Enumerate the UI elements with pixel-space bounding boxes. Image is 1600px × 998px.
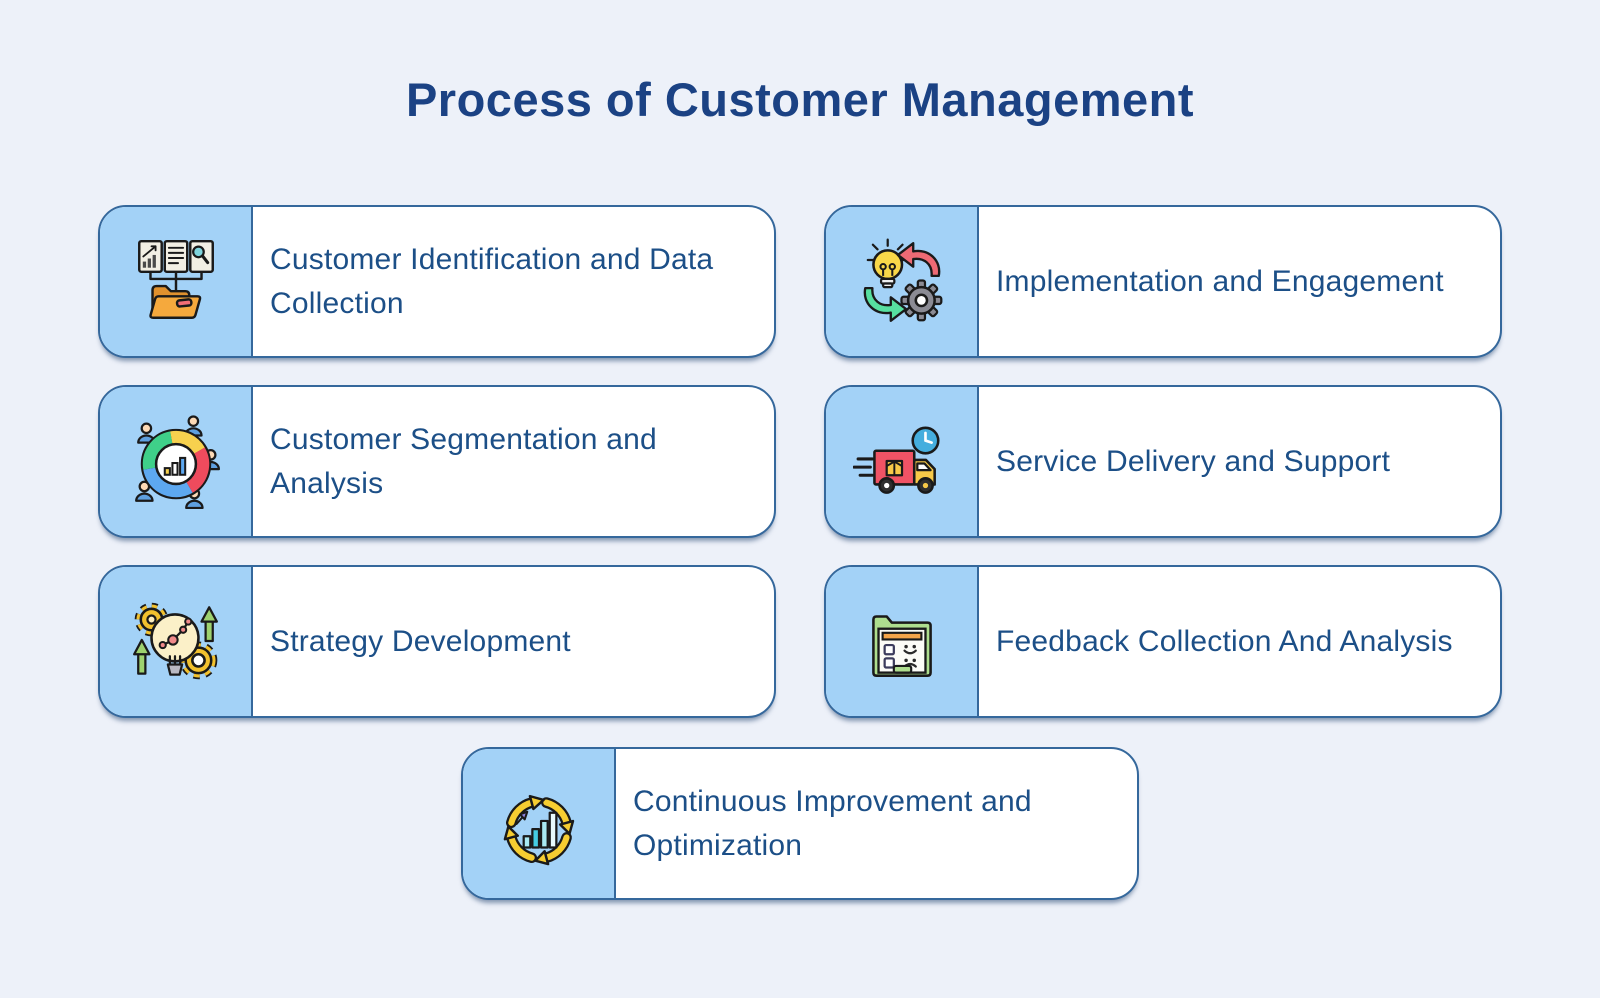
card-title: Customer Identification and Data Collect…	[270, 243, 714, 320]
card-icon-panel	[100, 387, 253, 536]
page-title: Process of Customer Management	[405, 73, 1195, 126]
card-title: Service Delivery and Support	[996, 444, 1391, 478]
card-title: Strategy Development	[270, 624, 571, 658]
card-icon-panel	[463, 749, 616, 898]
card-icon-panel	[826, 207, 979, 356]
delivery-truck-icon	[852, 426, 940, 494]
bulb-gear-cycle-icon	[863, 238, 942, 322]
card-continuous-improvement: Continuous Improvement and Optimization	[461, 747, 1139, 900]
card-icon-panel	[100, 207, 253, 356]
card-icon-panel	[100, 567, 253, 716]
improvement-cycle-icon	[503, 794, 574, 865]
strategy-bulb-gears-icon	[132, 602, 218, 679]
card-customer-identification: Customer Identification and Data Collect…	[98, 205, 776, 358]
card-icon-panel	[826, 567, 979, 716]
bottom-row: Continuous Improvement and Optimization	[0, 747, 1600, 900]
cards-grid: Customer Identification and Data Collect…	[98, 205, 1502, 718]
card-title: Implementation and Engagement	[996, 264, 1444, 298]
card-icon-panel	[826, 387, 979, 536]
card-feedback-collection: Feedback Collection And Analysis	[824, 565, 1502, 718]
card-customer-segmentation: Customer Segmentation and Analysis	[98, 385, 776, 538]
card-title: Continuous Improvement and Optimization	[633, 785, 1032, 862]
card-title: Feedback Collection And Analysis	[996, 624, 1453, 658]
card-title: Customer Segmentation and Analysis	[270, 423, 657, 500]
documents-folder-icon	[137, 239, 214, 319]
segmentation-chart-icon	[134, 414, 220, 509]
card-service-delivery: Service Delivery and Support	[824, 385, 1502, 538]
feedback-form-icon	[871, 614, 932, 677]
card-implementation-engagement: Implementation and Engagement	[824, 205, 1502, 358]
card-strategy-development: Strategy Development	[98, 565, 776, 718]
